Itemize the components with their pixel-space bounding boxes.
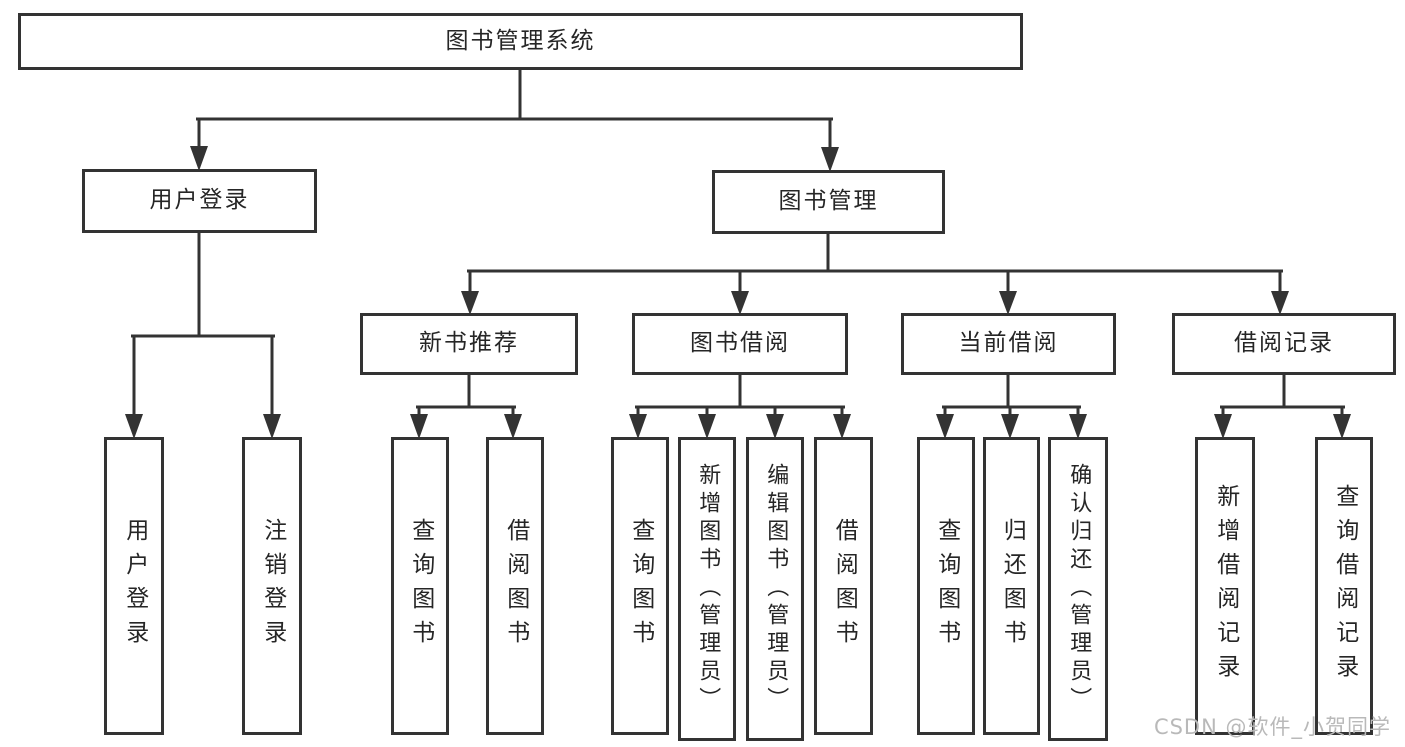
leaf-query-borrow-record-label: 查询借阅记录	[1331, 484, 1358, 688]
leaf-user-login-label: 用户登录	[121, 518, 148, 654]
leaf-query-books-recommend: 查询图书	[391, 437, 449, 735]
leaf-edit-books-admin-label: 编辑图书（管理员）	[763, 463, 789, 715]
leaf-edit-books-admin: 编辑图书（管理员）	[746, 437, 804, 741]
leaf-borrow-books-label: 借阅图书	[831, 518, 858, 654]
leaf-logout-label: 注销登录	[259, 518, 286, 654]
node-user-login-branch: 用户登录	[82, 169, 317, 233]
leaf-add-borrow-record-label: 新增借阅记录	[1212, 484, 1239, 688]
leaf-add-borrow-record: 新增借阅记录	[1195, 437, 1255, 735]
leaf-borrow-books-recommend: 借阅图书	[486, 437, 544, 735]
leaf-query-books-borrow: 查询图书	[611, 437, 669, 735]
node-book-management-branch-label: 图书管理	[778, 188, 879, 215]
node-borrow-records: 借阅记录	[1172, 313, 1396, 375]
leaf-borrow-books: 借阅图书	[814, 437, 873, 735]
leaf-query-books-recommend-label: 查询图书	[407, 518, 434, 654]
leaf-user-login: 用户登录	[104, 437, 164, 735]
leaf-return-books-label: 归还图书	[999, 518, 1026, 654]
node-new-book-recommend-label: 新书推荐	[419, 330, 519, 357]
leaf-add-books-admin-label: 新增图书（管理员）	[695, 463, 721, 715]
node-book-borrow: 图书借阅	[632, 313, 848, 375]
leaf-return-books: 归还图书	[983, 437, 1040, 735]
node-borrow-records-label: 借阅记录	[1234, 330, 1334, 357]
node-book-management-branch: 图书管理	[712, 170, 945, 234]
node-library-management-system-label: 图书管理系统	[445, 27, 596, 54]
leaf-borrow-books-recommend-label: 借阅图书	[502, 518, 529, 654]
leaf-query-books-current: 查询图书	[917, 437, 975, 735]
leaf-query-books-current-label: 查询图书	[933, 518, 960, 654]
leaf-query-borrow-record: 查询借阅记录	[1315, 437, 1373, 735]
node-library-management-system: 图书管理系统	[18, 13, 1023, 70]
leaf-confirm-return-admin: 确认归还（管理员）	[1048, 437, 1108, 741]
node-user-login-branch-label: 用户登录	[149, 187, 250, 214]
node-new-book-recommend: 新书推荐	[360, 313, 578, 375]
leaf-add-books-admin: 新增图书（管理员）	[678, 437, 736, 741]
leaf-logout: 注销登录	[242, 437, 302, 735]
node-current-borrow-label: 当前借阅	[958, 330, 1059, 357]
node-current-borrow: 当前借阅	[901, 313, 1116, 375]
leaf-confirm-return-admin-label: 确认归还（管理员）	[1066, 463, 1092, 715]
csdn-watermark: CSDN @软件_小贺同学	[1153, 715, 1391, 739]
node-book-borrow-label: 图书借阅	[690, 330, 790, 357]
leaf-query-books-borrow-label: 查询图书	[627, 518, 654, 654]
